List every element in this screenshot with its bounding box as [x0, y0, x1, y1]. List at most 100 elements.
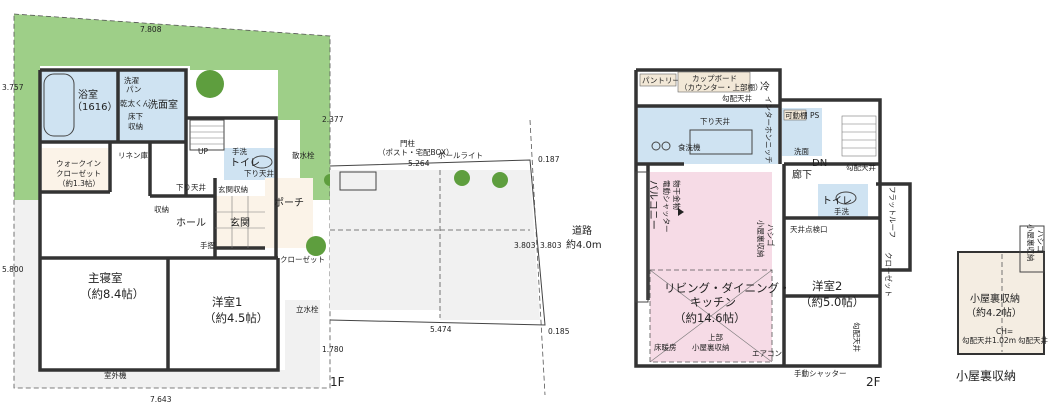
- label-linen: リネン庫: [118, 150, 148, 160]
- stairs-2f: [841, 115, 877, 157]
- washroom-area: [118, 70, 186, 142]
- label-dryer: 乾太くん: [120, 98, 150, 108]
- label-upper: 上部: [708, 332, 723, 342]
- kitchen-island: [689, 129, 753, 155]
- room-walkin3: （約1.3帖）: [58, 178, 100, 188]
- site-garden: [14, 14, 330, 200]
- label-cupboard2: （カウンター・上部棚）: [680, 82, 763, 92]
- label-pole-light: ポールライト: [438, 151, 483, 160]
- dim-parking-top: 5.264: [408, 159, 430, 168]
- attic-ladder: 小屋裏収納: [1026, 224, 1036, 262]
- label-gate2: （ポスト・宅配BOX）: [378, 147, 454, 157]
- label-road-width: 約4.0m: [566, 238, 602, 251]
- room-western2: 洋室2: [812, 279, 842, 293]
- label-floor-heat: 床暖房: [654, 342, 677, 352]
- dim-parking-right2: 3.803: [540, 241, 562, 250]
- dim-parking-right: 3.803: [514, 241, 536, 250]
- attic-room-size: （約4.2帖）: [966, 306, 1022, 319]
- label-slope-2f: 勾配天井: [722, 93, 752, 103]
- label-slope3-2f: 勾配天井: [852, 322, 862, 352]
- label-attic-ladder2: ハシゴ: [766, 224, 776, 247]
- label-handwash-1f: 手洗: [232, 146, 247, 156]
- cupboard-label-box: [677, 71, 751, 93]
- label-fridge: 冷: [760, 80, 770, 93]
- room-ldk2: キッチン: [690, 295, 736, 309]
- stairs-1f: [189, 119, 225, 151]
- toilet-bowl-1f: [251, 155, 273, 169]
- label-balcony-sub: 電動シャッター: [662, 180, 671, 233]
- dim-left: 3.757: [2, 83, 24, 92]
- label-ceiling-low-2f: 下り天井: [700, 116, 730, 126]
- room-ldk: リビング・ダイニング・: [664, 281, 791, 295]
- label-dn: DN: [812, 158, 827, 169]
- room-western1: 洋室1: [212, 295, 242, 309]
- label-niche: インターホンニッチ: [764, 96, 773, 164]
- tree-icon: [196, 70, 224, 98]
- room-western2-size: （約5.0帖）: [800, 295, 864, 309]
- label-outdoor-unit: 室外機: [104, 370, 127, 380]
- pantry-label-box: [639, 73, 677, 87]
- label-aircon: エアコン: [752, 349, 782, 358]
- label-underfloor2: 収納: [128, 121, 143, 131]
- label-attic-ladder: 小屋裏収納: [756, 220, 766, 258]
- room-walkin: ウォークイン: [56, 159, 101, 168]
- room-bath-size: （1616）: [72, 101, 117, 113]
- room-ldk-size: （約14.6帖）: [674, 311, 746, 325]
- label-ceiling-storage: 天井点検口: [790, 224, 828, 234]
- slope-line: [649, 269, 773, 363]
- room-porch: ポーチ: [274, 197, 304, 209]
- room-toilet-2f: トイレ: [822, 196, 852, 207]
- floor1-label: 1F: [330, 375, 345, 389]
- site-boundary: [13, 13, 331, 389]
- room-master-size: （約8.4帖）: [80, 287, 144, 301]
- floor1-plan: 浴室 （1616） 洗濯 パン 乾太くん 洗面室 床下 収納 ウォークイン クロ…: [2, 13, 345, 404]
- bath-area: [40, 70, 118, 142]
- dim-pt-top: 0.187: [538, 155, 560, 164]
- dim-right-top: 2.377: [322, 115, 344, 124]
- attic-ladder-box: [1019, 225, 1045, 273]
- porch-area: [265, 178, 313, 248]
- toilet-area-2f: [818, 184, 868, 218]
- parking-area: 門柱 （ポスト・宅配BOX） ポールライト 5.264 5.474 3.803 …: [329, 119, 602, 396]
- ldk-area: [650, 172, 772, 362]
- room-pantry: パントリー: [642, 76, 680, 85]
- label-ceiling-low-hall: 下り天井: [176, 182, 206, 192]
- gate-pillar: [339, 171, 377, 191]
- toilet-area-1f: [224, 148, 276, 180]
- dim-left-main: 5.800: [2, 265, 24, 274]
- label-movable-shelf: 可動棚: [785, 110, 808, 120]
- stove-icon: [661, 141, 671, 151]
- dim-right-bottom: 1.780: [322, 345, 344, 354]
- dim-bottom: 7.643: [150, 395, 172, 404]
- room-hall: ホール: [176, 217, 206, 229]
- entrance-tiles: [215, 196, 265, 248]
- room-walkin2: クローゼット: [56, 168, 101, 178]
- dim-parking-bottom: 5.474: [430, 325, 452, 334]
- tree-icon: [492, 172, 508, 188]
- attic-above: [649, 269, 773, 363]
- tree-icon: [454, 170, 470, 186]
- label-slope2-2f: 勾配天井: [846, 162, 876, 172]
- label-corridor: 廊下: [792, 168, 812, 181]
- label-cupboard: カップボード: [692, 74, 737, 83]
- label-closet-2f: クローゼット: [884, 252, 894, 297]
- label-storage: 収納: [154, 204, 169, 214]
- label-handwash-2f: 手洗: [834, 206, 849, 216]
- label-dishwasher: 食洗機: [678, 142, 701, 152]
- walkin-area: [42, 148, 108, 192]
- label-entrance-storage: 玄関収納: [218, 184, 248, 194]
- attic-floor: [957, 251, 1045, 355]
- room-toilet-1f: トイレ: [230, 158, 260, 169]
- label-ceiling-low-1f: 下り天井: [244, 168, 274, 178]
- balcony-arrow-icon: [678, 208, 684, 216]
- label-upper2: 小屋裏収納: [692, 342, 730, 352]
- attic-room: 小屋裏収納: [970, 292, 1020, 305]
- label-shutter: 手動シャッター: [794, 368, 847, 378]
- room-washroom: 洗面室: [148, 98, 178, 111]
- label-handrail: 手摺: [200, 240, 215, 250]
- attic-ch: CH=: [996, 327, 1013, 336]
- road-edge: [529, 119, 546, 396]
- attic-ladder2: ハシゴ: [1036, 230, 1046, 253]
- shelf-label-box: [783, 109, 807, 121]
